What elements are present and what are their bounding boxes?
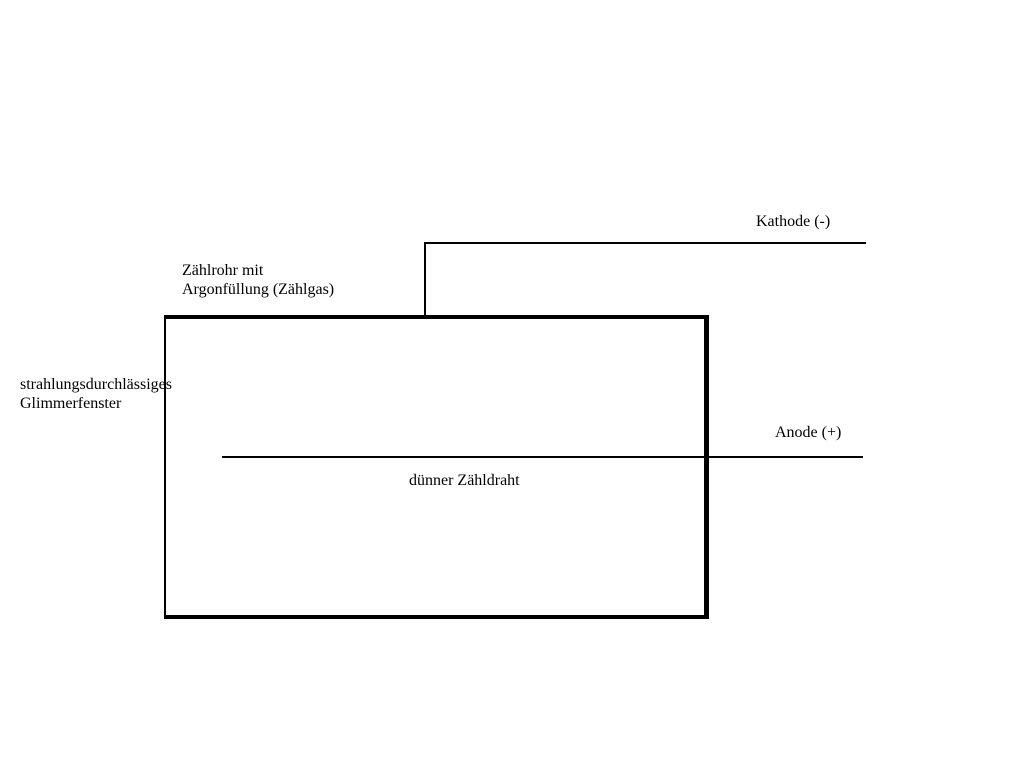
cathode-lead-vertical-line <box>424 242 426 317</box>
counting-wire-label: dünner Zähldraht <box>409 472 520 489</box>
cathode-lead-horizontal-line <box>424 242 866 244</box>
anode-label: Anode (+) <box>775 424 842 441</box>
anode-wire-line <box>222 456 863 458</box>
tube-label: Zählrohr mit Argonfüllung (Zählgas) <box>182 262 335 298</box>
cathode-label: Kathode (-) <box>756 213 831 230</box>
mica-window-label: strahlungsdurchlässiges Glimmerfenster <box>20 376 172 412</box>
tube-rectangle <box>164 315 709 619</box>
